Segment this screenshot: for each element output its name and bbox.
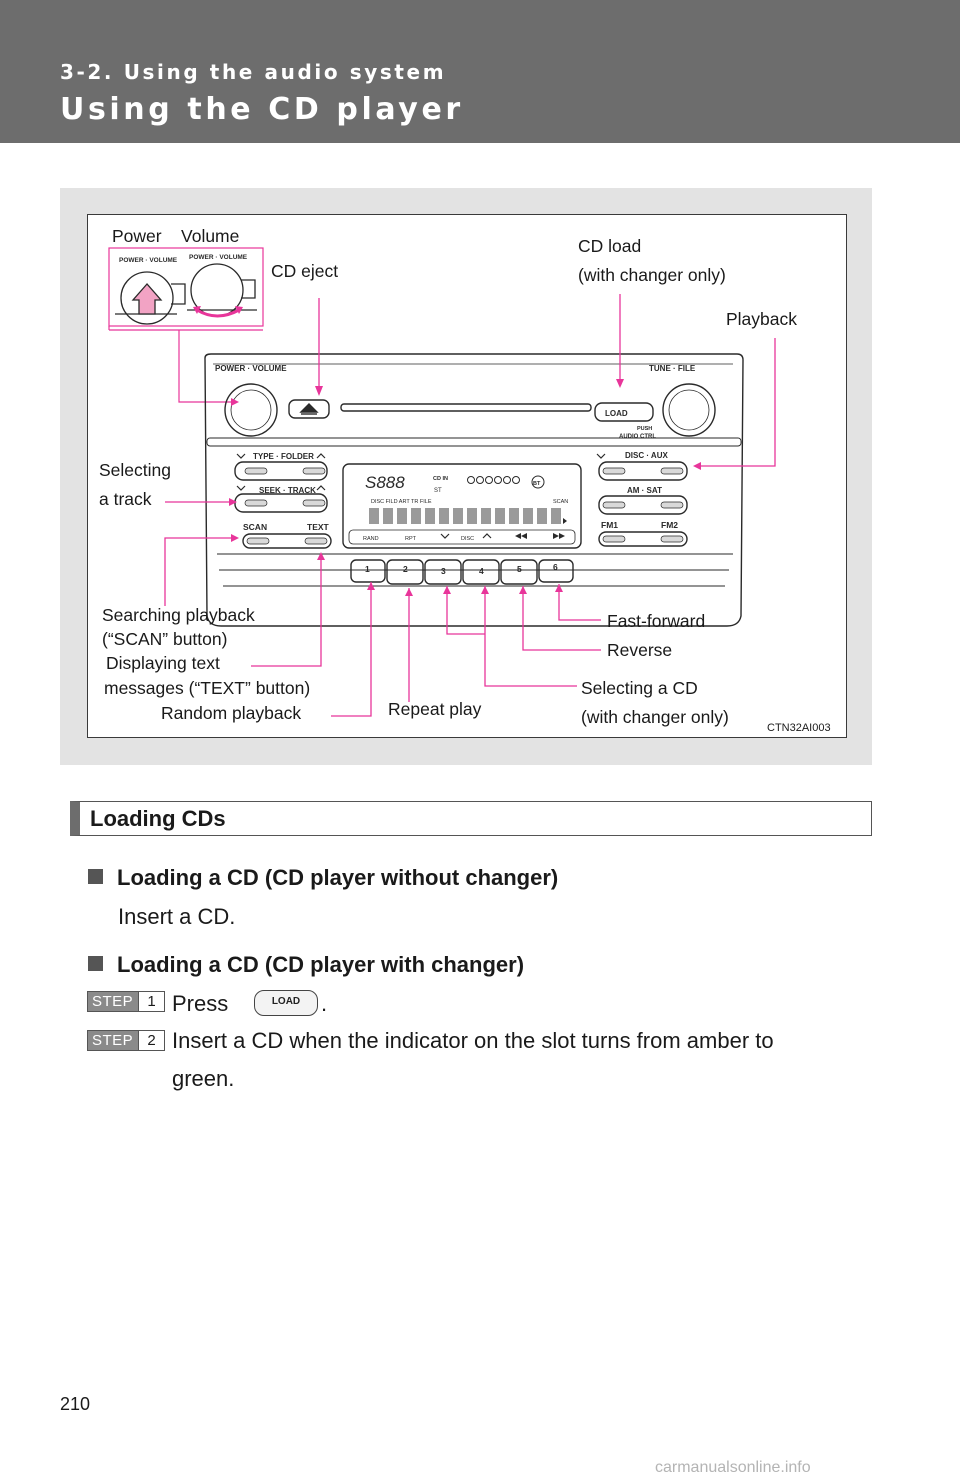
callout-lines — [164, 294, 776, 717]
radio-unit — [204, 353, 744, 627]
item1-title: Loading a CD (CD player without changer) — [117, 865, 559, 890]
page-number: 210 — [60, 1394, 91, 1414]
svg-text:POWER · VOLUME: POWER · VOLUME — [119, 257, 178, 264]
svg-text:FM2: FM2 — [661, 520, 678, 530]
step-2-badge: STEP 2 — [87, 1030, 165, 1051]
svg-text:SEEK · TRACK: SEEK · TRACK — [259, 486, 316, 495]
inset-bracket — [108, 247, 264, 403]
svg-text:FM1: FM1 — [601, 520, 618, 530]
page-title: Using the CD player — [60, 92, 464, 127]
callout-searching-playback: Searching playback — [102, 605, 255, 625]
callout-random-playback: Random playback — [161, 703, 302, 723]
watermark: carmanualsonline.info — [655, 1459, 811, 1476]
callout-selecting-track-2: a track — [99, 489, 152, 509]
svg-text:POWER · VOLUME: POWER · VOLUME — [189, 254, 248, 261]
svg-text:AM · SAT: AM · SAT — [627, 486, 662, 495]
callout-displaying-text: Displaying text — [106, 653, 220, 673]
step-1-badge: STEP 1 — [87, 991, 165, 1012]
callout-cd-eject: CD eject — [271, 261, 339, 281]
item1-text: Insert a CD. — [118, 904, 236, 929]
callout-searching-playback-2: (“SCAN” button) — [102, 629, 228, 649]
svg-text:SCAN: SCAN — [243, 522, 267, 532]
item2-heading: Loading a CD (CD player with changer) — [88, 952, 524, 978]
callout-selecting-cd-2: (with changer only) — [581, 707, 729, 727]
svg-text:TYPE · FOLDER: TYPE · FOLDER — [253, 452, 314, 461]
callout-power: Power — [112, 226, 162, 246]
svg-text:SCAN: SCAN — [553, 499, 568, 505]
callout-fast-forward: Fast-forward — [607, 611, 706, 631]
callout-playback: Playback — [726, 309, 798, 329]
step-1-period: . — [321, 991, 328, 1016]
item1-heading: Loading a CD (CD player without changer) — [88, 865, 558, 891]
display-segments — [369, 508, 561, 524]
svg-text:LOAD: LOAD — [605, 409, 628, 418]
svg-text:DISC · AUX: DISC · AUX — [625, 451, 668, 460]
callout-cd-load: CD load — [578, 236, 642, 256]
svg-text:TUNE · FILE: TUNE · FILE — [649, 364, 696, 373]
svg-text:6: 6 — [553, 562, 558, 572]
page-header: 3-2. Using the audio system Using the CD… — [0, 0, 960, 143]
square-bullet-icon — [88, 869, 103, 884]
load-button-icon: LOAD — [254, 990, 318, 1016]
section-title: Loading CDs — [90, 806, 226, 831]
unit-labels: POWER · VOLUME TUNE · FILE LOAD PUSH AUD… — [215, 364, 696, 576]
square-bullet-icon — [88, 956, 103, 971]
figure-code: CTN32AI003 — [767, 722, 831, 734]
svg-text:DISC: DISC — [461, 536, 474, 542]
section-number: 3-2. Using the audio system — [60, 60, 447, 84]
svg-text:DISC FILD ART TR FIL: DISC FILD ART TR FILE — [371, 499, 432, 505]
svg-text:3: 3 — [441, 566, 446, 576]
callout-cd-load-note: (with changer only) — [578, 265, 726, 285]
svg-text:PUSH: PUSH — [637, 426, 652, 432]
callout-volume: Volume — [181, 226, 240, 246]
step-1-text: Press — [172, 991, 229, 1016]
svg-text:1: 1 — [365, 564, 370, 574]
svg-text:AUDIO CTRL: AUDIO CTRL — [619, 434, 656, 440]
svg-text:BT: BT — [533, 481, 541, 487]
svg-text:RAND: RAND — [363, 536, 379, 542]
svg-text:POWER · VOLUME: POWER · VOLUME — [215, 364, 287, 373]
callout-selecting-track: Selecting — [99, 460, 171, 480]
callout-reverse: Reverse — [607, 640, 673, 660]
svg-text:CD IN: CD IN — [433, 476, 448, 482]
svg-text:TEXT: TEXT — [307, 522, 330, 532]
callout-repeat-play: Repeat play — [388, 699, 482, 719]
callout-displaying-text-2: messages (“TEXT” button) — [104, 678, 311, 698]
svg-text:ST: ST — [434, 488, 442, 494]
item2-title: Loading a CD (CD player with changer) — [117, 952, 525, 977]
step-2-text-line1: Insert a CD when the indicator on the sl… — [172, 1028, 774, 1053]
step-2-text-line2: green. — [172, 1066, 235, 1091]
svg-text:RPT: RPT — [405, 536, 417, 542]
svg-text:4: 4 — [479, 566, 484, 576]
inset-knobs: POWER · VOLUME POWER · VOLUME — [115, 254, 257, 325]
audio-unit-diagram: POWER · VOLUME POWER · VOLUME — [108, 247, 776, 717]
svg-text:5: 5 — [517, 564, 522, 574]
figure-frame — [87, 214, 847, 738]
svg-text:S888: S888 — [365, 473, 405, 492]
svg-text:2: 2 — [403, 564, 408, 574]
callout-selecting-cd: Selecting a CD — [581, 678, 698, 698]
section-heading-bar: Loading CDs — [70, 801, 872, 836]
